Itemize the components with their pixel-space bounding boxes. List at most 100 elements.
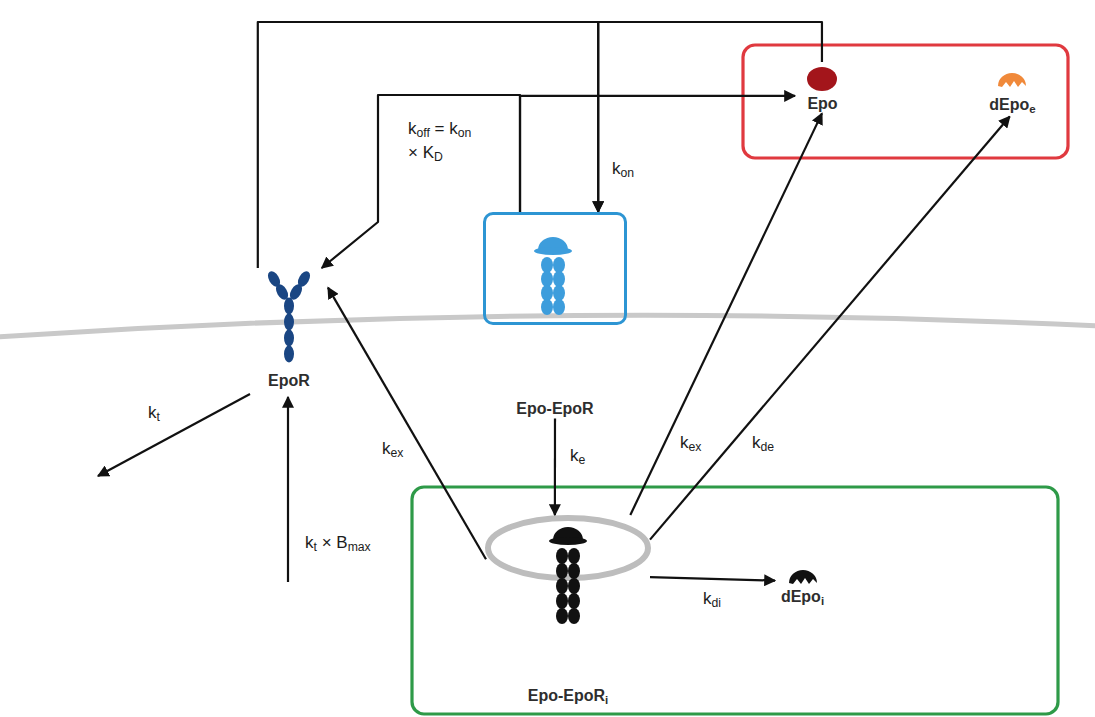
entity-label: Epo: [795, 95, 850, 113]
reaction-arrow: [630, 113, 822, 515]
text-run: k: [408, 119, 417, 138]
text-run: t: [314, 540, 317, 554]
receptor-segment: [556, 563, 568, 579]
rate-constant: kt: [148, 402, 160, 426]
receptor-segment: [568, 563, 580, 579]
ligand-icon: [807, 67, 837, 91]
entity-label: dEpoi: [775, 588, 830, 608]
rate-anchor: kex: [680, 432, 701, 456]
text-run: × B: [317, 533, 348, 552]
text-run: D: [434, 150, 443, 164]
rate-constant: kdi: [703, 588, 721, 612]
receptor-segment: [295, 269, 312, 289]
text-run: × K: [408, 143, 434, 162]
rate-constant: koff = kon × KD: [408, 118, 480, 165]
receptor-segment: [541, 299, 553, 315]
vesicle-ring: [488, 518, 648, 578]
rate-anchor: ke: [570, 445, 585, 469]
rate-constant: kt × Bmax: [305, 532, 371, 556]
entity-label: Epo-EpoR: [483, 400, 627, 418]
rate-anchor: kt: [148, 402, 160, 426]
text-run: dEpo: [989, 96, 1029, 113]
reaction-arrow: [554, 418, 556, 515]
complex-box: [483, 212, 627, 325]
text-run: k: [305, 533, 314, 552]
receptor-segment: [568, 608, 580, 624]
rate-anchor: kdi: [703, 588, 721, 612]
degradation-arrow: [98, 394, 250, 476]
text-run: k: [570, 446, 579, 465]
text-run: k: [680, 433, 689, 452]
receptor-segment: [556, 593, 568, 609]
reaction-arrow: [322, 95, 520, 268]
rate-anchor: kon: [612, 158, 634, 182]
rate-constant: ke: [570, 445, 585, 469]
text-run: on: [458, 126, 472, 140]
text-run: e: [1029, 103, 1035, 115]
reaction-arrow: [650, 577, 775, 580]
rate-anchor: kt × Bmax: [305, 532, 371, 556]
receptor-segment: [265, 269, 282, 289]
text-run: de: [761, 440, 775, 454]
text-run: max: [348, 540, 371, 554]
receptor-segment: [284, 330, 294, 347]
rate-constant: kde: [752, 432, 774, 456]
text-run: EpoR: [268, 372, 310, 389]
rate-anchor: koff = kon × KD: [408, 118, 480, 165]
receptor-segment: [568, 593, 580, 609]
text-run: t: [157, 410, 160, 424]
receptor-segment: [541, 257, 553, 273]
entity-label: Epo-EpoRi: [486, 687, 650, 707]
degraded-ligand-icon: [789, 570, 817, 584]
reaction-arrow: [258, 22, 598, 268]
ligand-brim: [534, 247, 572, 255]
reaction-arrow: [328, 288, 486, 560]
internalized-box: [412, 487, 1058, 714]
extracellular-box: [743, 45, 1068, 158]
text-run: on: [621, 166, 635, 180]
text-run: dEpo: [781, 588, 821, 605]
receptor-segment: [284, 314, 294, 331]
text-run: k: [752, 433, 761, 452]
entity-label: EpoR: [250, 372, 328, 390]
text-run: ex: [689, 440, 702, 454]
text-run: k: [703, 589, 712, 608]
text-run: di: [712, 596, 722, 610]
receptor-segment: [284, 346, 294, 363]
text-run: Epo: [807, 95, 837, 112]
ligand-brim: [549, 537, 587, 545]
text-run: Epo-EpoR: [528, 687, 605, 704]
reaction-arrow: [520, 96, 795, 212]
receptor-segment: [556, 608, 568, 624]
receptor-segment: [556, 578, 568, 594]
receptor-icon: [265, 269, 312, 362]
text-run: i: [605, 694, 608, 706]
receptor-segment: [568, 548, 580, 564]
receptor-segment: [553, 299, 565, 315]
text-run: off: [417, 126, 430, 140]
receptor-segment: [553, 271, 565, 287]
text-run: = k: [430, 119, 458, 138]
text-run: k: [148, 403, 157, 422]
cell-membrane: [0, 315, 1095, 337]
synthesis-arrow: [287, 397, 289, 582]
rate-constant: kex: [382, 438, 403, 462]
rate-constant: kex: [680, 432, 701, 456]
receptor-segment: [568, 578, 580, 594]
complex-icon: [534, 237, 572, 315]
entity-node: dEpoe: [985, 62, 1040, 116]
entity-node: EpoR: [250, 268, 328, 390]
reaction-arrow: [650, 116, 1010, 539]
rate-anchor: kex: [382, 438, 403, 462]
rate-anchor: kde: [752, 432, 774, 456]
entity-node: Epo: [795, 62, 850, 113]
text-run: ex: [391, 446, 404, 460]
receptor-segment: [541, 285, 553, 301]
receptor-segment: [553, 257, 565, 273]
text-run: k: [382, 439, 391, 458]
entity-node: Epo-EpoRi: [486, 515, 650, 707]
